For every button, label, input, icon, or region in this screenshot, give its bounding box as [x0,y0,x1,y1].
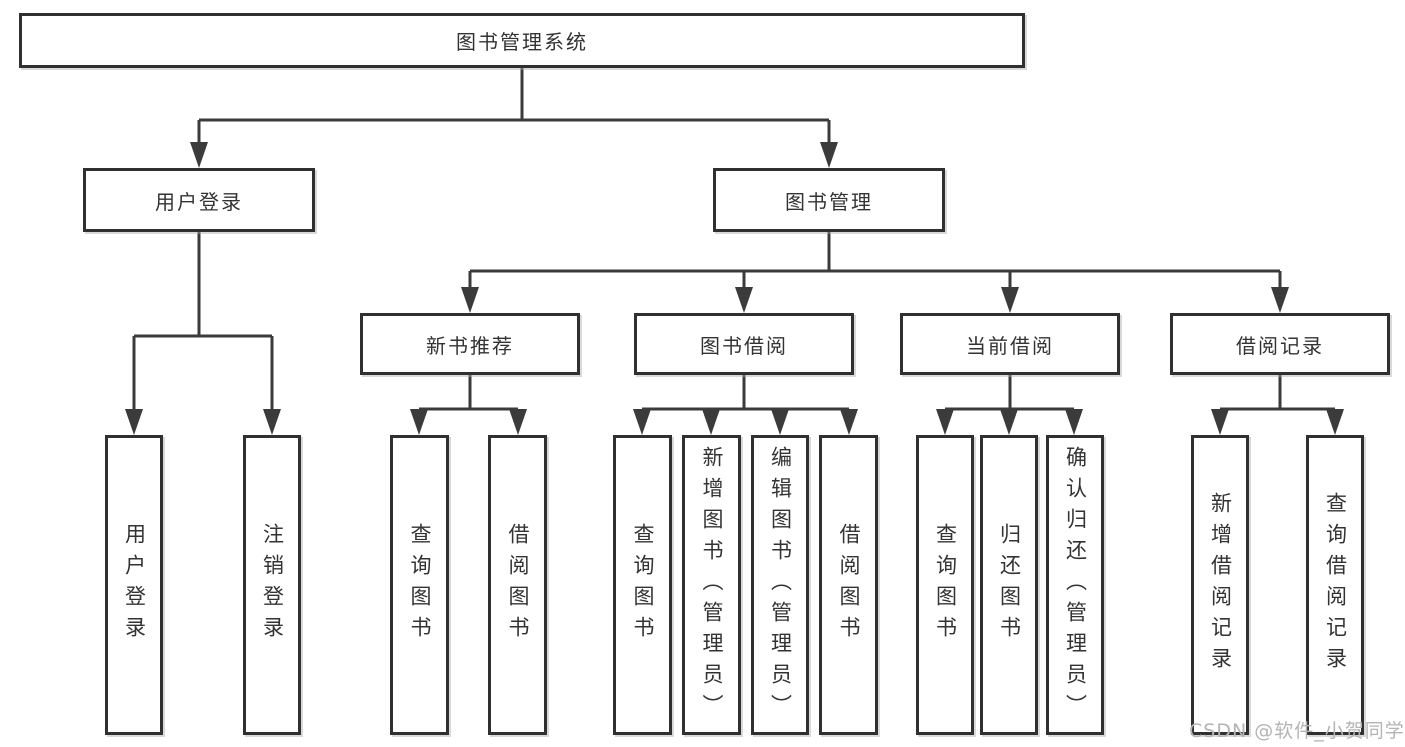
leaf-query-books-current: 查询图书 [916,435,974,735]
arrow-down-icon [633,409,651,435]
leaf-user-login: 用户登录 [105,435,163,735]
node-borrowing-records: 借阅记录 [1170,313,1390,375]
arrow-down-icon [263,409,281,435]
csdn-watermark: CSDN @软件_小贺同学 [1189,720,1405,742]
arrow-down-icon [735,287,753,313]
leaf-return-book: 归还图书 [980,435,1038,735]
arrow-down-icon [509,409,527,435]
leaf-user-login-label: 用户登录 [122,523,147,647]
leaf-edit-book-admin-label: 编辑图书（管理员） [768,445,793,725]
leaf-borrow-books-label: 借阅图书 [837,523,861,647]
node-book-management: 图书管理 [713,168,945,232]
leaf-borrow-books-recommend: 借阅图书 [488,435,547,735]
arrow-down-icon [461,287,479,313]
leaf-borrow-books-recommend-label: 借阅图书 [506,523,530,647]
arrow-down-icon [410,409,428,435]
leaf-query-books-recommend-label: 查询图书 [408,523,432,647]
node-book-management-label: 图书管理 [785,189,873,214]
arrow-down-icon [125,409,143,435]
leaf-query-books-current-label: 查询图书 [933,523,958,647]
arrow-down-icon [1211,409,1229,435]
arrow-down-icon [190,142,208,168]
arrow-down-icon [1326,409,1344,435]
leaf-query-books-borrow: 查询图书 [613,435,672,735]
arrowhead-icons [125,142,1344,435]
node-borrowing-records-label: 借阅记录 [1236,333,1324,358]
arrow-down-icon [1271,287,1289,313]
leaf-confirm-return-admin: 确认归还（管理员） [1046,435,1104,735]
node-user-login-label: 用户登录 [155,189,243,214]
leaf-add-book-admin-label: 新增图书（管理员） [700,445,724,725]
leaf-edit-book-admin: 编辑图书（管理员） [751,435,809,735]
node-new-book-recommendation-label: 新书推荐 [426,333,514,358]
node-book-borrowing: 图书借阅 [634,313,854,375]
tree-branch-lines [132,68,1337,414]
leaf-query-borrow-record-label: 查询借阅记录 [1323,492,1348,678]
arrow-down-icon [1065,409,1083,435]
arrow-down-icon [936,409,954,435]
node-root-label: 图书管理系统 [456,30,588,54]
node-current-borrowing: 当前借阅 [900,313,1120,375]
node-user-login: 用户登录 [83,168,315,232]
leaf-add-borrow-record-label: 新增借阅记录 [1208,492,1233,678]
node-root-library-system: 图书管理系统 [19,13,1025,68]
arrow-down-icon [1001,287,1019,313]
arrow-down-icon [820,142,838,168]
arrow-down-icon [702,409,720,435]
leaf-logout: 注销登录 [243,435,301,735]
node-current-borrowing-label: 当前借阅 [966,333,1054,358]
leaf-add-book-admin: 新增图书（管理员） [682,435,741,735]
leaf-confirm-return-admin-label: 确认归还（管理员） [1063,445,1088,725]
leaf-borrow-books: 借阅图书 [819,435,878,735]
node-book-borrowing-label: 图书借阅 [700,333,788,358]
leaf-query-books-recommend: 查询图书 [390,435,449,735]
arrow-down-icon [840,409,858,435]
leaf-add-borrow-record: 新增借阅记录 [1191,435,1249,735]
leaf-query-books-borrow-label: 查询图书 [631,523,655,647]
leaf-return-book-label: 归还图书 [997,523,1022,647]
arrow-down-icon [1000,409,1018,435]
node-new-book-recommendation: 新书推荐 [360,313,580,375]
leaf-query-borrow-record: 查询借阅记录 [1306,435,1364,735]
leaf-logout-label: 注销登录 [260,523,285,647]
arrow-down-icon [771,409,789,435]
